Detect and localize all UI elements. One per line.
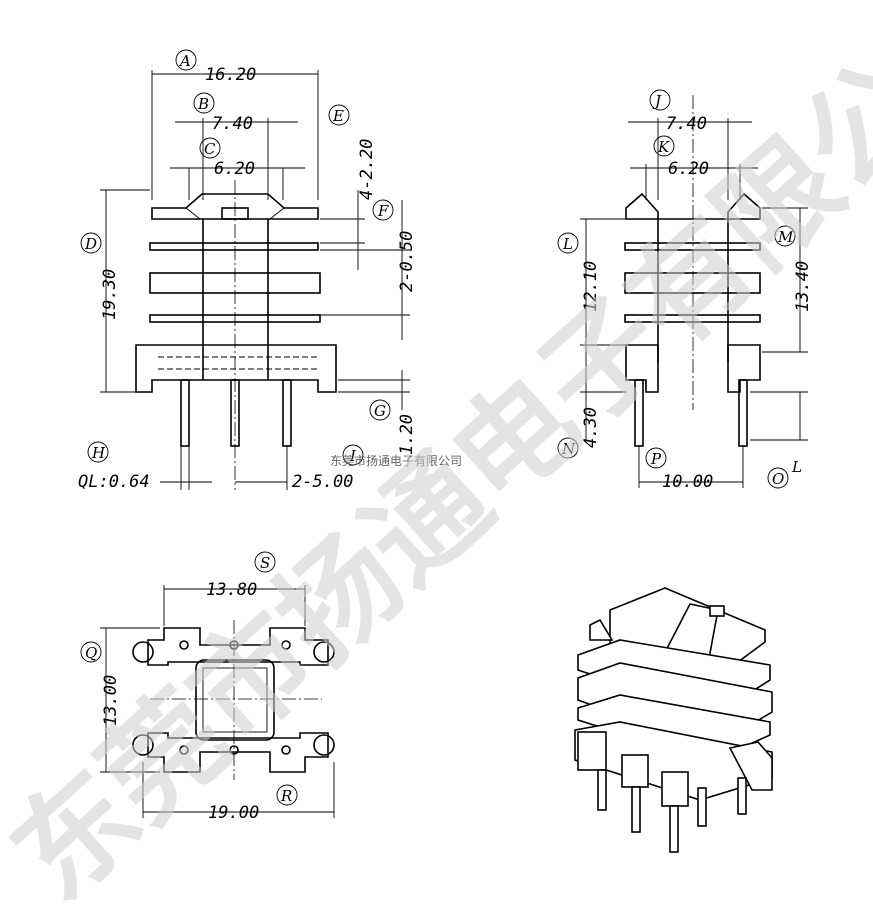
svg-text:J: J — [652, 92, 662, 110]
svg-text:L: L — [562, 235, 573, 253]
label-g: G — [369, 399, 391, 421]
label-p: P — [645, 447, 667, 469]
svg-text:K: K — [657, 138, 670, 156]
dim-b: 7.40 — [212, 114, 253, 134]
dim-k: 6.20 — [668, 159, 709, 179]
label-l-small: L — [791, 458, 802, 476]
label-j: J — [649, 89, 671, 111]
svg-text:C: C — [204, 140, 216, 158]
dim-g: 1.20 — [397, 414, 417, 455]
svg-text:P: P — [650, 450, 662, 468]
dim-l: 12.10 — [581, 261, 601, 312]
svg-text:Q: Q — [85, 644, 97, 662]
label-d: D — [80, 232, 102, 254]
label-q: Q — [80, 641, 102, 663]
dim-d: 19.30 — [100, 269, 120, 320]
svg-text:N: N — [561, 440, 576, 458]
bottom-view: 13.80 13.00 19.00 S Q R — [80, 551, 335, 823]
dim-i: 2-5.00 — [292, 472, 353, 492]
svg-text:A: A — [178, 52, 191, 70]
svg-text:D: D — [84, 235, 97, 253]
dim-c: 6.20 — [214, 159, 255, 179]
label-n: N — [557, 437, 579, 459]
label-a: A — [175, 49, 197, 71]
dim-r: 19.00 — [208, 803, 259, 823]
dim-q: 13.00 — [101, 675, 121, 726]
dim-a: 16.20 — [205, 65, 256, 85]
dim-m: 13.40 — [793, 261, 813, 312]
label-m: M — [774, 225, 796, 247]
watermark-small: 东莞市扬通电子有限公司 — [330, 453, 462, 468]
label-o: O — [767, 467, 789, 489]
isometric-view — [574, 587, 773, 853]
label-l: L — [557, 232, 579, 254]
dim-j: 7.40 — [666, 114, 707, 134]
front-view: 16.20 7.40 6.20 19.30 4-2.20 2-0.50 1.20… — [78, 49, 417, 492]
dim-f: 2-0.50 — [397, 231, 417, 292]
label-h: H — [87, 441, 109, 463]
dim-s: 13.80 — [206, 580, 257, 600]
label-k: K — [653, 135, 675, 157]
label-b: B — [193, 92, 215, 114]
label-r: R — [276, 784, 298, 806]
label-s: S — [254, 551, 276, 573]
label-i: I — [342, 444, 364, 466]
svg-text:M: M — [777, 228, 794, 246]
dim-h: QL:0.64 — [78, 472, 150, 492]
svg-text:E: E — [332, 107, 344, 125]
svg-text:H: H — [91, 444, 106, 462]
dim-e: 4-2.20 — [357, 139, 377, 200]
dim-n: 4.30 — [581, 407, 601, 448]
label-c: C — [199, 137, 221, 159]
svg-text:B: B — [197, 95, 209, 113]
svg-text:F: F — [377, 202, 389, 220]
svg-text:O: O — [772, 470, 784, 488]
svg-text:G: G — [374, 402, 386, 420]
label-f: F — [372, 199, 394, 221]
svg-text:R: R — [280, 787, 292, 805]
side-view: 7.40 6.20 12.10 13.40 4.30 10.00 J K L M… — [557, 89, 813, 492]
svg-text:S: S — [260, 554, 270, 572]
svg-text:I: I — [349, 447, 357, 465]
dim-p: 10.00 — [662, 472, 713, 492]
label-e: E — [328, 104, 350, 126]
